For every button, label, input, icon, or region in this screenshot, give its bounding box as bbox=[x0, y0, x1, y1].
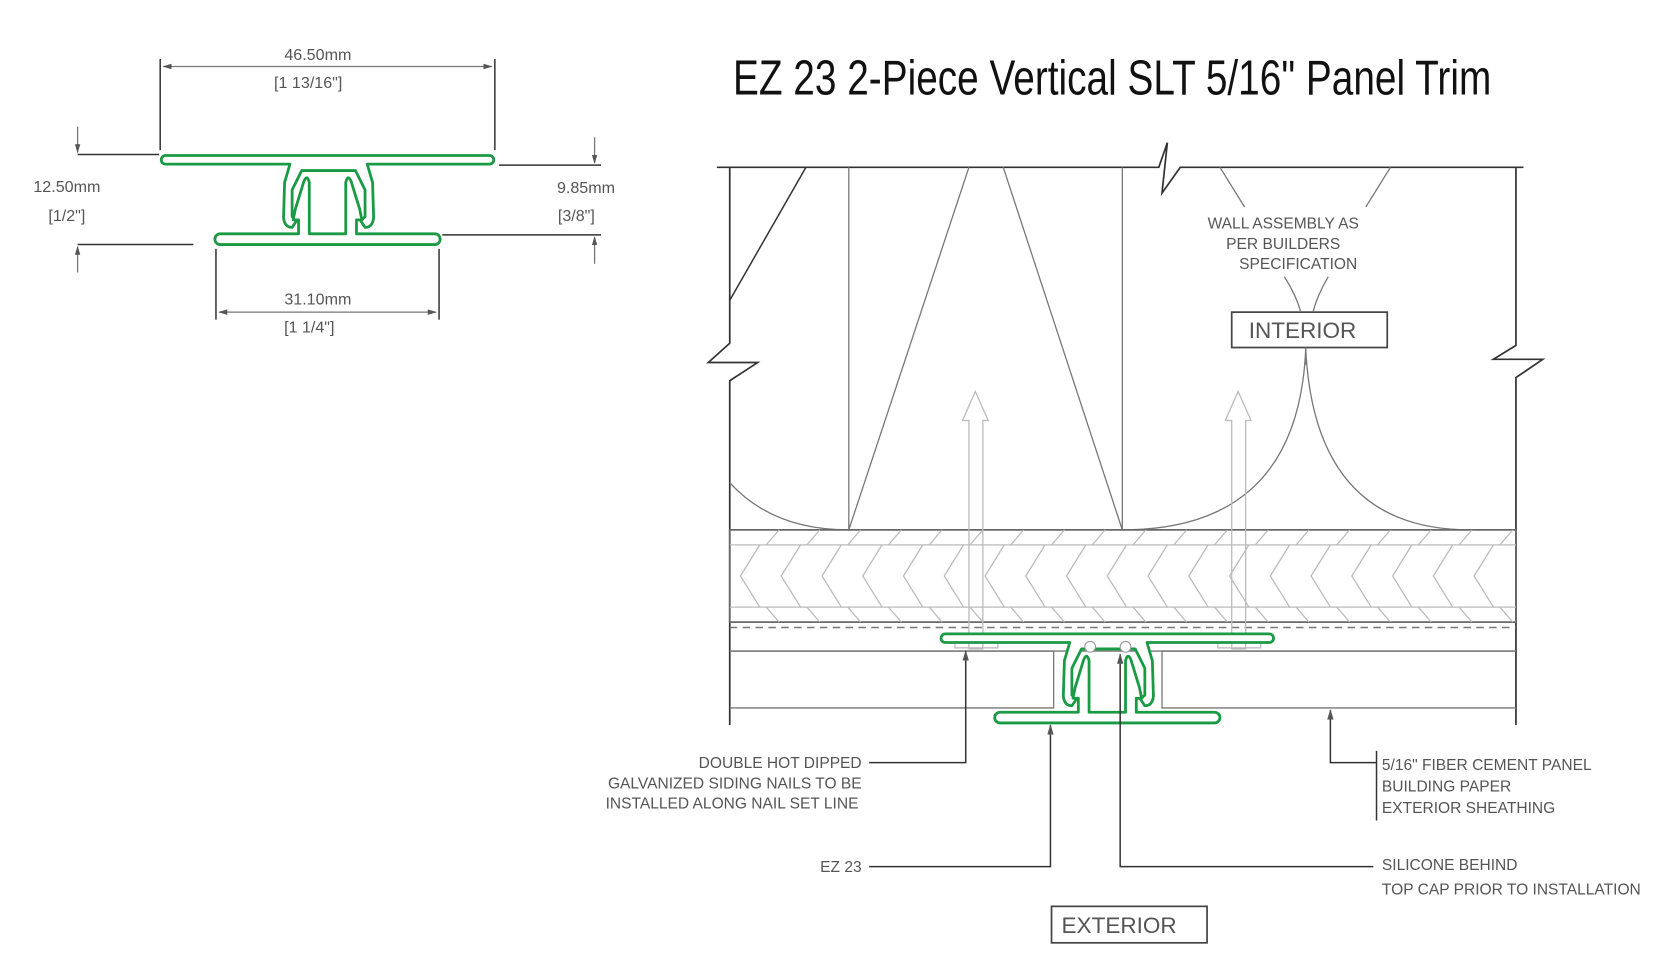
wall-section bbox=[706, 142, 1546, 726]
svg-text:EXTERIOR SHEATHING: EXTERIOR SHEATHING bbox=[1382, 800, 1555, 817]
page-title: EZ 23 2-Piece Vertical SLT 5/16" Panel T… bbox=[733, 50, 1491, 105]
svg-text:5/16" FIBER CEMENT PANEL: 5/16" FIBER CEMENT PANEL bbox=[1382, 757, 1592, 774]
overall-height-in: [1/2"] bbox=[48, 207, 85, 225]
sheathing-hatch bbox=[739, 529, 1514, 623]
layers-note: 5/16" FIBER CEMENT PANEL BUILDING PAPER … bbox=[1382, 757, 1592, 817]
svg-text:GALVANIZED SIDING NAILS TO BE: GALVANIZED SIDING NAILS TO BE bbox=[608, 775, 862, 792]
exterior-label: EXTERIOR bbox=[1062, 913, 1177, 938]
svg-text:WALL ASSEMBLY AS: WALL ASSEMBLY AS bbox=[1208, 215, 1359, 232]
overall-height-mm: 12.50mm bbox=[33, 178, 100, 196]
interior-label: INTERIOR bbox=[1249, 318, 1357, 343]
svg-text:SILICONE BEHIND: SILICONE BEHIND bbox=[1382, 857, 1518, 874]
nails-note: DOUBLE HOT DIPPED GALVANIZED SIDING NAIL… bbox=[606, 755, 862, 813]
top-width-mm: 46.50mm bbox=[284, 46, 351, 64]
svg-text:BUILDING PAPER: BUILDING PAPER bbox=[1382, 779, 1511, 796]
svg-text:INSTALLED ALONG NAIL SET LINE: INSTALLED ALONG NAIL SET LINE bbox=[606, 796, 859, 813]
wall-assembly-label: WALL ASSEMBLY AS PER BUILDERS SPECIFICAT… bbox=[1208, 215, 1359, 273]
trim-profile bbox=[159, 154, 496, 246]
svg-text:SPECIFICATION: SPECIFICATION bbox=[1239, 256, 1357, 273]
svg-text:DOUBLE HOT DIPPED: DOUBLE HOT DIPPED bbox=[699, 755, 862, 772]
inner-height-in: [3/8"] bbox=[558, 207, 595, 225]
bottom-width-mm: 31.10mm bbox=[284, 291, 351, 309]
trim-label: EZ 23 bbox=[820, 859, 861, 876]
silicone-note: SILICONE BEHIND TOP CAP PRIOR TO INSTALL… bbox=[1382, 857, 1641, 899]
svg-text:TOP CAP PRIOR TO INSTALLATION: TOP CAP PRIOR TO INSTALLATION bbox=[1382, 882, 1641, 899]
svg-text:PER BUILDERS: PER BUILDERS bbox=[1226, 236, 1340, 253]
top-width-in: [1 13/16"] bbox=[274, 74, 342, 92]
profile-detail: 46.50mm [1 13/16"] 12.50mm [1/2"] 9.85mm… bbox=[33, 46, 615, 336]
inner-height-mm: 9.85mm bbox=[557, 179, 615, 197]
bottom-width-in: [1 1/4"] bbox=[284, 319, 334, 337]
